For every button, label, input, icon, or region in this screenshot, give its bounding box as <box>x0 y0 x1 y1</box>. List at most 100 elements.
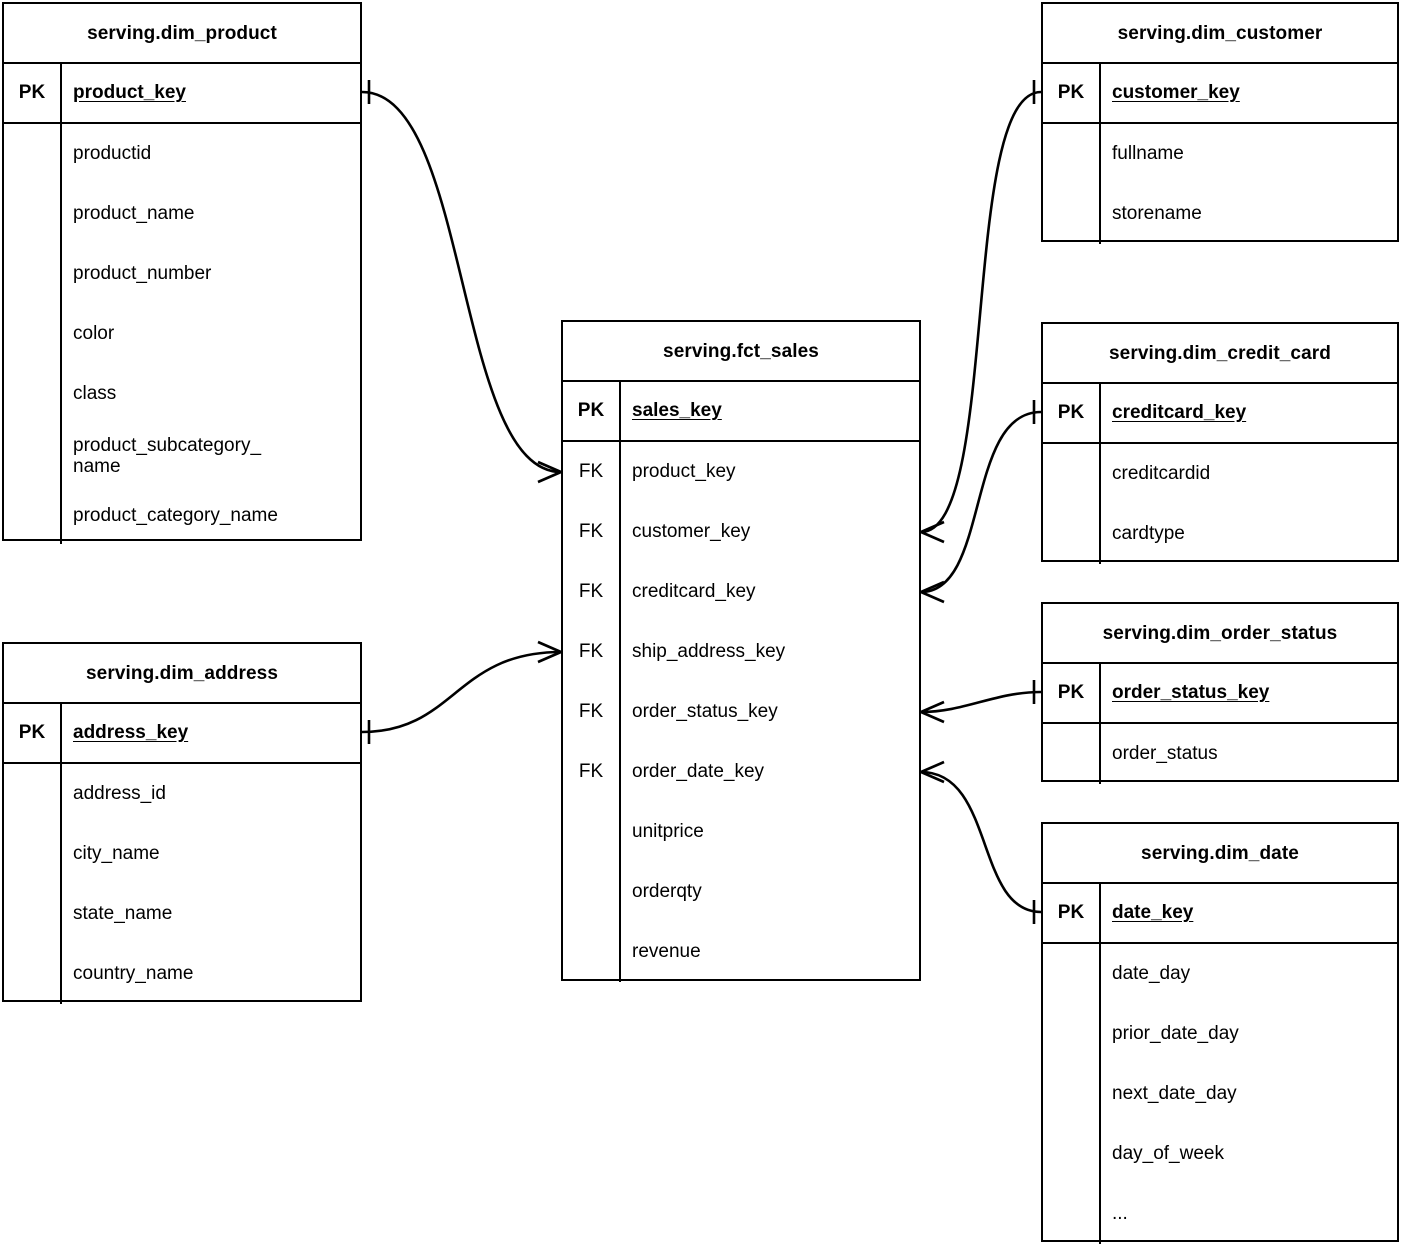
attribute-row: storename <box>1043 184 1397 244</box>
measure-name: unitprice <box>632 821 704 842</box>
pk-field-name: order_status_key <box>1112 682 1270 703</box>
edge-address-to-sales <box>361 650 562 734</box>
attribute-row: class <box>4 364 360 424</box>
pk-field-name: sales_key <box>632 400 722 421</box>
edge-orderstatus-to-sales <box>920 690 1042 714</box>
key-tag-empty <box>4 364 62 424</box>
attribute-name: cardtype <box>1112 523 1185 544</box>
attribute-name: prior_date_day <box>1112 1023 1239 1044</box>
attribute-name: product_subcategory_ name <box>73 434 262 477</box>
key-tag-empty <box>1043 1184 1101 1244</box>
pk-tag: PK <box>4 704 62 762</box>
key-tag-empty <box>1043 1064 1101 1124</box>
attribute-name: color <box>73 323 115 344</box>
pk-field-name: product_key <box>73 82 186 103</box>
pk-field-name: customer_key <box>1112 82 1240 103</box>
fk-row: FK creditcard_key <box>563 562 919 622</box>
entity-title-dim-credit-card: serving.dim_credit_card <box>1043 324 1397 384</box>
entity-dim-order-status[interactable]: serving.dim_order_status PK order_status… <box>1041 602 1399 784</box>
attribute-name: order_status <box>1112 743 1218 764</box>
attribute-block-dim-order-status: order_status <box>1043 724 1397 784</box>
attribute-block-fct-sales: FK product_key FK customer_key FK credit… <box>563 442 919 982</box>
fk-tag: FK <box>563 502 621 562</box>
entity-dim-credit-card[interactable]: serving.dim_credit_card PK creditcard_ke… <box>1041 322 1399 564</box>
attribute-block-dim-product: productid product_name product_number co… <box>4 124 360 544</box>
key-tag-empty <box>4 944 62 1004</box>
key-tag-empty <box>563 922 621 982</box>
measure-name: orderqty <box>632 881 702 902</box>
fk-field-name: customer_key <box>632 521 751 542</box>
edge-date-crowfoot <box>920 760 945 784</box>
edge-orderstatus-crowfoot <box>920 700 945 724</box>
edge-product-crowfoot <box>537 460 562 484</box>
edge-date-to-sales <box>920 770 1042 914</box>
key-tag-empty <box>1043 184 1101 244</box>
attribute-name: storename <box>1112 203 1202 224</box>
attribute-row: prior_date_day <box>1043 1004 1397 1064</box>
pk-row-dim-address[interactable]: PK address_key <box>4 704 360 764</box>
measure-row: orderqty <box>563 862 919 922</box>
attribute-row: product_name <box>4 184 360 244</box>
attribute-name: state_name <box>73 903 173 924</box>
pk-tag: PK <box>563 382 621 440</box>
attribute-name: city_name <box>73 843 160 864</box>
entity-title-dim-product: serving.dim_product <box>4 4 360 64</box>
attribute-row: productid <box>4 124 360 184</box>
attribute-row: product_subcategory_ name <box>4 424 360 488</box>
attribute-name: day_of_week <box>1112 1143 1224 1164</box>
fk-field-name: order_status_key <box>632 701 778 722</box>
pk-row-dim-credit-card[interactable]: PK creditcard_key <box>1043 384 1397 444</box>
pk-row-fct-sales[interactable]: PK sales_key <box>563 382 919 442</box>
entity-dim-customer[interactable]: serving.dim_customer PK customer_key ful… <box>1041 2 1399 244</box>
pk-row-dim-product[interactable]: PK product_key <box>4 64 360 124</box>
attribute-name: address_id <box>73 783 166 804</box>
attribute-name: fullname <box>1112 143 1184 164</box>
key-tag-empty <box>4 424 62 488</box>
attribute-block-dim-address: address_id city_name state_name country_… <box>4 764 360 1004</box>
key-tag-empty <box>1043 1004 1101 1064</box>
attribute-row-ellipsis: ... <box>1043 1184 1397 1244</box>
key-tag-empty <box>563 862 621 922</box>
pk-row-dim-date[interactable]: PK date_key <box>1043 884 1397 944</box>
pk-field-name: date_key <box>1112 902 1194 923</box>
attribute-row: color <box>4 304 360 364</box>
fk-tag: FK <box>563 442 621 502</box>
edge-product-to-sales <box>361 90 562 474</box>
pk-row-dim-customer[interactable]: PK customer_key <box>1043 64 1397 124</box>
fk-tag: FK <box>563 682 621 742</box>
key-tag-empty <box>1043 444 1101 504</box>
entity-dim-product[interactable]: serving.dim_product PK product_key produ… <box>2 2 362 544</box>
pk-row-dim-order-status[interactable]: PK order_status_key <box>1043 664 1397 724</box>
attribute-name: country_name <box>73 963 194 984</box>
attribute-name: productid <box>73 143 152 164</box>
pk-tag: PK <box>1043 664 1101 722</box>
attribute-row: date_day <box>1043 944 1397 1004</box>
attribute-row: country_name <box>4 944 360 1004</box>
key-tag-empty <box>4 824 62 884</box>
entity-title-dim-customer: serving.dim_customer <box>1043 4 1397 64</box>
attribute-row: creditcardid <box>1043 444 1397 504</box>
key-tag-empty <box>1043 124 1101 184</box>
fk-tag: FK <box>563 742 621 802</box>
pk-tag: PK <box>1043 384 1101 442</box>
key-tag-empty <box>1043 724 1101 784</box>
attribute-row: city_name <box>4 824 360 884</box>
attribute-row: day_of_week <box>1043 1124 1397 1184</box>
fk-row: FK product_key <box>563 442 919 502</box>
entity-dim-address[interactable]: serving.dim_address PK address_key addre… <box>2 642 362 1004</box>
pk-field-cell: address_key <box>62 704 360 762</box>
attribute-name: ... <box>1112 1203 1128 1224</box>
key-tag-empty <box>4 764 62 824</box>
attribute-block-dim-customer: fullname storename <box>1043 124 1397 244</box>
entity-dim-date[interactable]: serving.dim_date PK date_key date_day pr… <box>1041 822 1399 1244</box>
entity-fct-sales[interactable]: serving.fct_sales PK sales_key FK produc… <box>561 320 921 982</box>
key-tag-empty <box>4 124 62 184</box>
fk-field-name: product_key <box>632 461 736 482</box>
attribute-row: fullname <box>1043 124 1397 184</box>
pk-field-cell: customer_key <box>1101 64 1397 122</box>
edge-creditcard-to-sales <box>920 410 1042 594</box>
entity-title-dim-date: serving.dim_date <box>1043 824 1397 884</box>
key-tag-empty <box>1043 944 1101 1004</box>
pk-field-name: creditcard_key <box>1112 402 1247 423</box>
attribute-row: cardtype <box>1043 504 1397 564</box>
